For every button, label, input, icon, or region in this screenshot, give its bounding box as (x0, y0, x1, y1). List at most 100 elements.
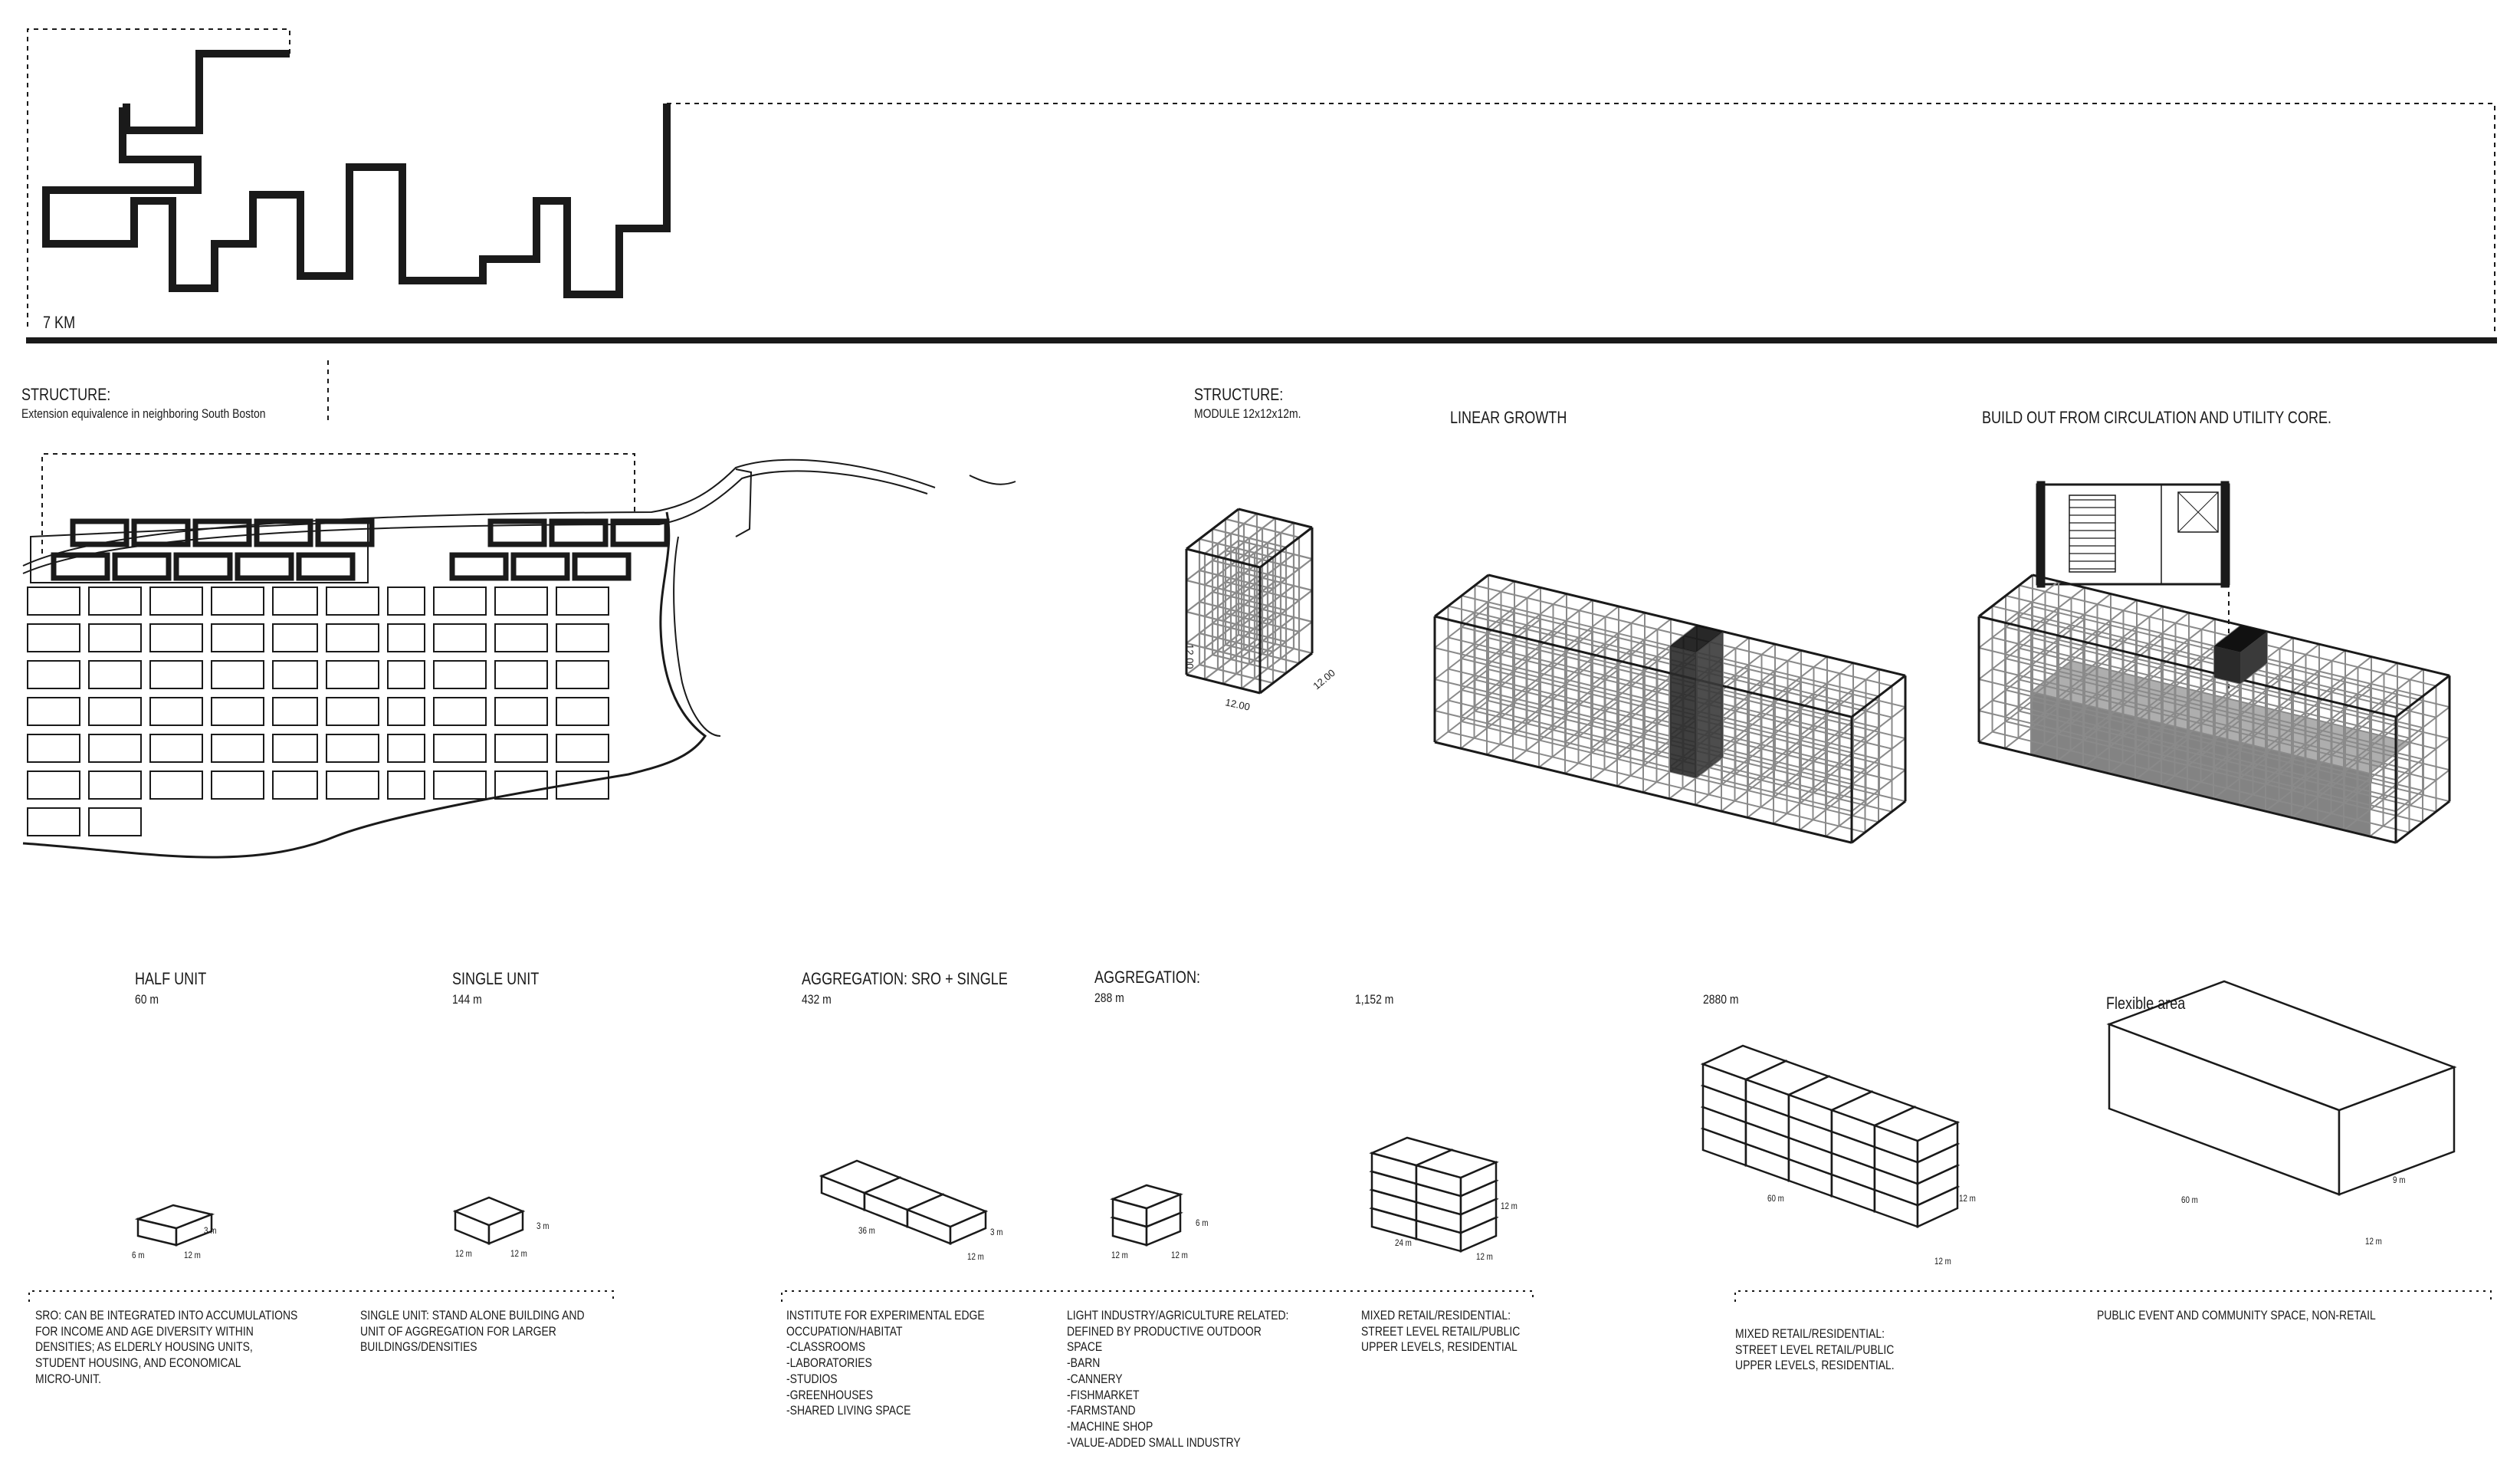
map-block (149, 697, 203, 726)
unit-module-face (904, 1193, 989, 1228)
map-block (88, 807, 142, 836)
unit-module-face (2106, 980, 2457, 1112)
map-block (494, 586, 548, 616)
map-pier-outline (30, 520, 369, 583)
frame-edge (1186, 673, 1261, 695)
frame-edge (1186, 508, 1239, 550)
frame-edge (1434, 741, 1852, 844)
map-block (433, 734, 487, 763)
utility-core (2240, 631, 2267, 684)
desc-institute: INSTITUTE FOR EXPERIMENTAL EDGE OCCUPATI… (786, 1308, 985, 1418)
map-block (27, 734, 80, 763)
map-block (556, 770, 609, 800)
module-heading: STRUCTURE: (1194, 385, 1284, 404)
unit-area-single: 144 m (452, 992, 482, 1007)
dim-half-b: 12 m (184, 1250, 201, 1260)
map-block (149, 586, 203, 616)
module-dim-width: 12.00 (1224, 696, 1251, 712)
map-block (494, 770, 548, 800)
dim-large-b: 12 m (1934, 1256, 1951, 1267)
map-block (387, 660, 425, 689)
map-block (88, 734, 142, 763)
unit-title-sro-single: AGGREGATION: SRO + SINGLE (802, 969, 1008, 988)
frame-edge (1978, 615, 2397, 718)
map-block (556, 734, 609, 763)
map-block (149, 660, 203, 689)
dim-large-c: 12 m (1959, 1193, 1976, 1204)
dim-flex-c: 9 m (2393, 1175, 2406, 1185)
core-column (1696, 631, 1723, 778)
map-block (494, 697, 548, 726)
map-block (387, 586, 425, 616)
module-subheading: MODULE 12x12x12m. (1194, 406, 1301, 421)
map-block (326, 586, 379, 616)
dim-single-a: 12 m (455, 1248, 472, 1259)
map-pier-block (254, 518, 313, 547)
map-block (494, 660, 548, 689)
skyline-distance-label: 7 KM (43, 313, 76, 332)
core-plan (2036, 481, 2230, 588)
map-east-road (673, 536, 721, 737)
map-block (326, 734, 379, 763)
frame-edge (1851, 800, 1906, 844)
description-brackets (28, 1290, 2492, 1302)
module-dim-height: 12.00 (1184, 644, 1196, 669)
map-block (149, 734, 203, 763)
unit-area-aggregation: 288 m (1094, 991, 1124, 1005)
map-pier-block (510, 552, 570, 581)
map-block (272, 734, 318, 763)
map-block (88, 660, 142, 689)
desc-light-industry: LIGHT INDUSTRY/AGRICULTURE RELATED: DEFI… (1067, 1308, 1289, 1450)
frame-edge (1259, 652, 1313, 695)
map-block (494, 734, 548, 763)
map-pier-block (572, 552, 632, 581)
frame-edge (1186, 547, 1261, 569)
dim-mixed-a: 24 m (1395, 1237, 1412, 1248)
map-block (387, 734, 425, 763)
map-coastline-inner (22, 470, 928, 574)
map-block (326, 623, 379, 652)
map-block (433, 586, 487, 616)
map-block (556, 623, 609, 652)
map-block (433, 697, 487, 726)
map-block (88, 586, 142, 616)
desc-sro: SRO: CAN BE INTEGRATED INTO ACCUMULATION… (35, 1308, 298, 1386)
linear-growth-model (1433, 573, 1907, 844)
map-pier-block (315, 518, 375, 547)
map-block (211, 623, 264, 652)
map-pier-block (192, 518, 252, 547)
frame-edge (1851, 675, 1906, 718)
map-block (556, 697, 609, 726)
frame-edge (1434, 615, 1852, 718)
map-block (556, 586, 609, 616)
desc-mixed-2: MIXED RETAIL/RESIDENTIAL: STREET LEVEL R… (1735, 1326, 1895, 1373)
dim-agg-c: 6 m (1196, 1217, 1209, 1228)
map-block (433, 623, 487, 652)
dim-agg-a: 12 m (1111, 1250, 1128, 1260)
linear-growth-title: LINEAR GROWTH (1450, 408, 1567, 427)
map-pier-block (449, 552, 509, 581)
south-boston-heading: STRUCTURE: (21, 385, 111, 404)
unit-title-single: SINGLE UNIT (452, 969, 540, 988)
map-block (88, 697, 142, 726)
map-block (27, 770, 80, 800)
map-block (272, 623, 318, 652)
utility-core (2214, 625, 2267, 652)
dim-flex-b: 12 m (2365, 1236, 2382, 1247)
module-cube (1185, 508, 1314, 695)
map-block (88, 623, 142, 652)
core-build-out-title: BUILD OUT FROM CIRCULATION AND UTILITY C… (1982, 408, 2332, 427)
skyline-dashed-guide (667, 103, 2495, 331)
map-block (272, 586, 318, 616)
map-block (211, 697, 264, 726)
map-block (149, 770, 203, 800)
unit-title-half: HALF UNIT (135, 969, 207, 988)
map-pier-block (610, 518, 670, 547)
map-pier-block (112, 552, 172, 581)
frame-edge (1434, 573, 1489, 618)
dim-sro-a: 36 m (858, 1225, 875, 1236)
map-block (326, 770, 379, 800)
stair-outline (2069, 495, 2116, 573)
frame-edge (2395, 800, 2450, 844)
